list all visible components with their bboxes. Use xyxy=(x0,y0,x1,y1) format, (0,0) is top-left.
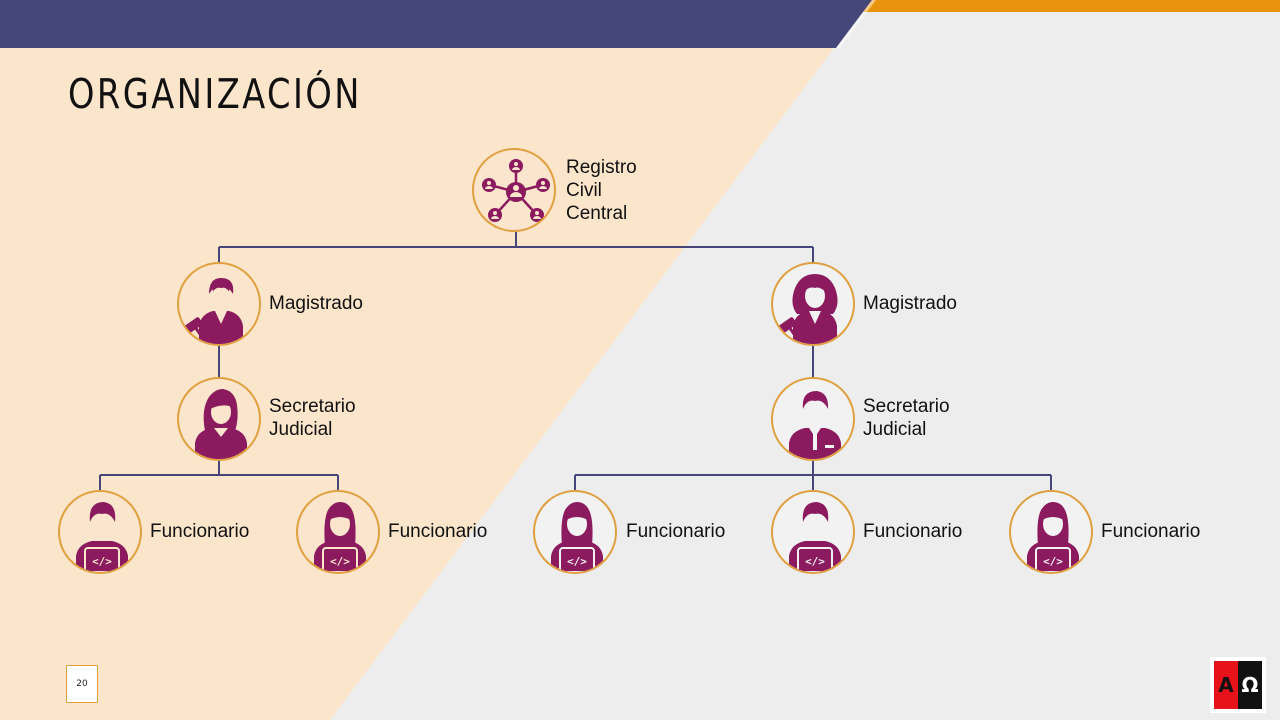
funcionario-label: Funcionario xyxy=(150,521,250,542)
page-number: 20 xyxy=(66,665,98,703)
funcionario-node: </> xyxy=(58,490,142,574)
svg-text:</>: </> xyxy=(567,555,587,568)
funcionario-node: </> xyxy=(1009,490,1093,574)
magistrado-left-label: Magistrado xyxy=(269,292,363,315)
funcionario-label: Funcionario xyxy=(863,521,963,542)
funcionario-label: Funcionario xyxy=(388,521,488,542)
funcionario-node: </> xyxy=(533,490,617,574)
label-line: Magistrado xyxy=(863,293,957,314)
network-icon xyxy=(482,159,550,222)
secretario-right-label: Secretario Judicial xyxy=(863,395,950,441)
developer-female-icon: </> xyxy=(1027,502,1079,572)
secretario-left-node xyxy=(177,377,261,461)
label-line: Registro xyxy=(566,157,637,178)
label-line: Secretario xyxy=(269,396,356,417)
label-line: Judicial xyxy=(269,419,333,440)
org-connectors xyxy=(99,232,1052,490)
svg-text:</>: </> xyxy=(330,555,350,568)
label-line: Secretario xyxy=(863,396,950,417)
registro-civil-node xyxy=(472,148,556,232)
developer-male-icon: </> xyxy=(76,502,128,572)
funcionario-node: </> xyxy=(771,490,855,574)
peach-diagonal-panel xyxy=(0,0,870,720)
developer-male-icon: </> xyxy=(789,502,841,572)
secretario-right-node xyxy=(771,377,855,461)
navy-header-bar xyxy=(0,0,872,48)
label-line: Judicial xyxy=(863,419,927,440)
header-highlight xyxy=(836,0,876,48)
label-line: Civil xyxy=(566,180,602,201)
magistrado-right-label: Magistrado xyxy=(863,292,957,315)
svg-text:</>: </> xyxy=(805,555,825,568)
svg-text:</>: </> xyxy=(92,555,112,568)
judge-male-icon xyxy=(184,278,243,344)
logo-left-letter: A xyxy=(1214,661,1238,709)
man-suit-icon xyxy=(789,391,841,459)
logo-right-letter: Ω xyxy=(1238,661,1262,709)
judge-female-icon xyxy=(778,274,838,344)
developer-female-icon: </> xyxy=(314,502,366,572)
label-line: Central xyxy=(566,203,628,224)
brand-logo: A Ω xyxy=(1210,657,1266,713)
secretario-left-label: Secretario Judicial xyxy=(269,395,356,441)
funcionario-label: Funcionario xyxy=(626,521,726,542)
label-line: Magistrado xyxy=(269,293,363,314)
developer-female-icon: </> xyxy=(551,502,603,572)
funcionario-label: Funcionario xyxy=(1101,521,1201,542)
logo-mark: A Ω xyxy=(1214,661,1262,709)
page-title: ORGANIZACIÓN xyxy=(68,70,362,118)
woman-suit-icon xyxy=(195,389,247,459)
magistrado-right-node xyxy=(771,262,855,346)
magistrado-left-node xyxy=(177,262,261,346)
registro-civil-label: Registro Civil Central xyxy=(566,156,637,225)
funcionario-node: </> xyxy=(296,490,380,574)
orange-header-bar xyxy=(862,0,1280,12)
svg-text:</>: </> xyxy=(1043,555,1063,568)
